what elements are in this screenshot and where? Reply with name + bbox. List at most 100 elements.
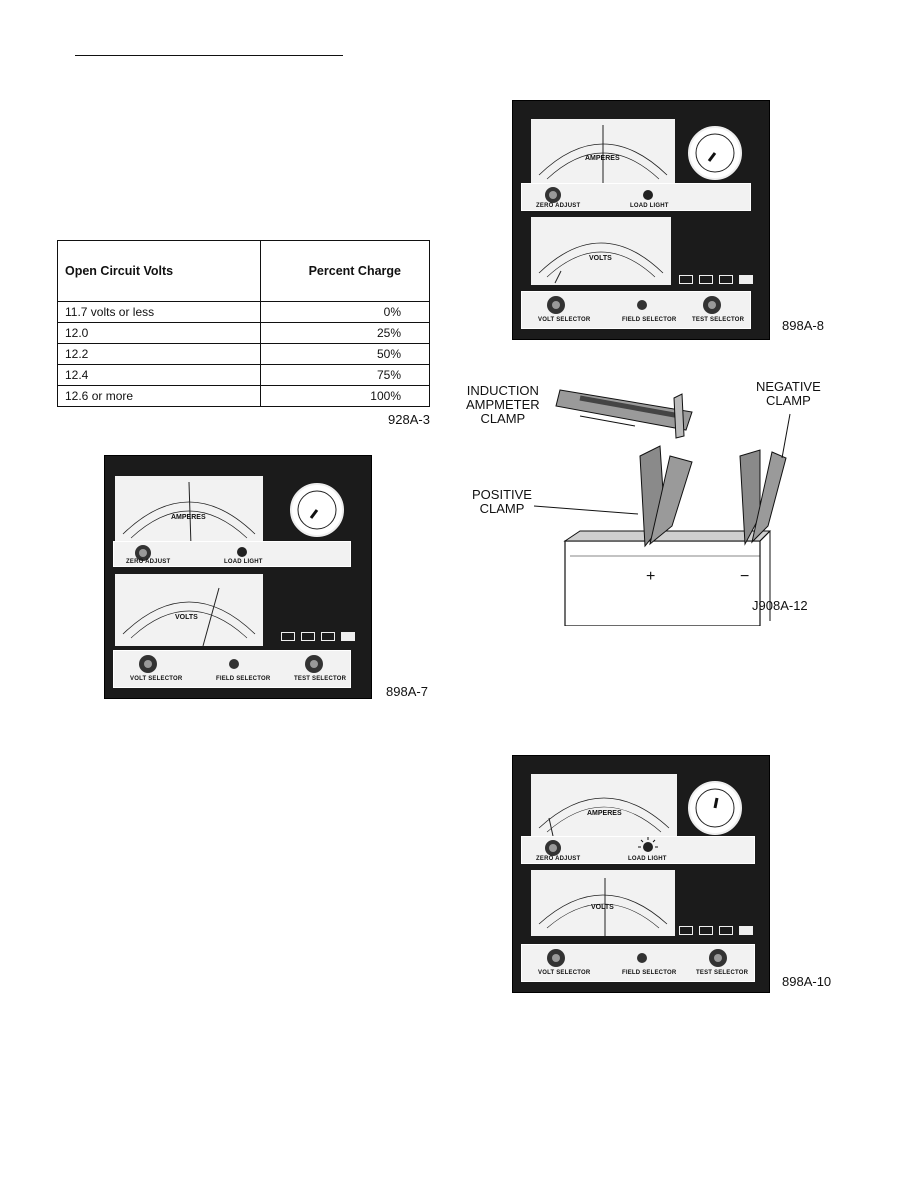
load-light-label: LOAD LIGHT (224, 559, 263, 565)
test-button-charging[interactable] (699, 926, 713, 935)
volt-selector-knob[interactable] (138, 654, 158, 674)
test-button-regulator[interactable] (719, 926, 733, 935)
ampere-meter: AMPERES (531, 774, 677, 840)
column-header-open-circuit-volts: Open Circuit Volts (57, 240, 261, 302)
test-button-starting[interactable] (679, 275, 693, 284)
figure-label-clamps: J908A-12 (752, 598, 808, 613)
table-row: 12.4 75% (57, 364, 430, 386)
table-cell-percent: 50% (260, 343, 430, 365)
callout-negative-clamp: NEGATIVE CLAMP (756, 379, 821, 408)
table-cell-volts: 12.6 or more (57, 385, 261, 407)
test-selector-knob[interactable] (304, 654, 324, 674)
zero-adjust-label: ZERO ADJUST (126, 559, 171, 565)
table-cell-percent: 100% (260, 385, 430, 407)
table-row: 12.0 25% (57, 322, 430, 344)
volts-label: VOLTS (589, 255, 612, 262)
table-cell-volts: 12.4 (57, 364, 261, 386)
volt-selector-knob[interactable] (546, 948, 566, 968)
table-header-row: Open Circuit Volts Percent Charge (57, 240, 430, 302)
zero-adjust-knob[interactable] (544, 186, 562, 204)
test-button-starting[interactable] (281, 632, 295, 641)
zero-adjust-knob[interactable] (134, 544, 152, 562)
volt-meter: VOLTS (115, 574, 263, 646)
test-button-charging[interactable] (301, 632, 315, 641)
table-row: 12.6 or more 100% (57, 385, 430, 407)
test-button-charging[interactable] (699, 275, 713, 284)
test-selector-label: TEST SELECTOR (294, 676, 347, 682)
figure-label-tester-a: 898A-7 (386, 684, 428, 699)
ampere-meter: AMPERES (531, 119, 675, 187)
callout-induction-clamp: INDUCTION AMPMETER CLAMP (466, 383, 540, 426)
control-strip: ZERO ADJUST LOAD LIGHT (113, 541, 351, 567)
load-increase-knob[interactable] (683, 121, 747, 185)
battery-positive-symbol: + (646, 568, 656, 585)
test-selector-label: TEST SELECTOR (696, 970, 749, 976)
selector-strip: VOLT SELECTOR FIELD SELECTOR TEST SELECT… (521, 291, 751, 329)
load-increase-knob[interactable] (285, 478, 349, 542)
volts-label: VOLTS (591, 904, 614, 911)
table-cell-volts: 12.0 (57, 322, 261, 344)
test-selector-label: TEST SELECTOR (692, 317, 745, 323)
load-light-label: LOAD LIGHT (630, 203, 669, 209)
column-header-percent-charge: Percent Charge (260, 240, 430, 302)
load-light-lamp (237, 547, 247, 557)
zero-adjust-knob[interactable] (544, 839, 562, 857)
test-button-diode-stator[interactable] (341, 632, 355, 641)
test-button-regulator[interactable] (719, 275, 733, 284)
volt-selector-knob[interactable] (546, 295, 566, 315)
table-cell-percent: 25% (260, 322, 430, 344)
test-selector-knob[interactable] (708, 948, 728, 968)
tester-panel-c: AMPERES ZERO ADJUST LOAD LIGHT VOLTS VOL… (512, 755, 770, 993)
zero-adjust-label: ZERO ADJUST (536, 856, 581, 862)
amperes-label: AMPERES (171, 514, 206, 521)
table-cell-percent: 0% (260, 301, 430, 323)
ampere-meter: AMPERES (115, 476, 263, 546)
callout-positive-clamp: POSITIVE CLAMP (472, 487, 532, 516)
volt-selector-label: VOLT SELECTOR (130, 676, 183, 682)
field-selector-switch[interactable] (636, 952, 648, 964)
control-strip: ZERO ADJUST LOAD LIGHT (521, 183, 751, 211)
volt-meter: VOLTS (531, 870, 675, 936)
load-light-lamp-lit (638, 837, 658, 852)
amperes-label: AMPERES (587, 810, 622, 817)
volt-meter: VOLTS (531, 217, 671, 285)
test-button-row (281, 626, 361, 642)
test-button-row (679, 920, 759, 936)
figure-label-tester-c: 898A-10 (782, 974, 832, 989)
field-selector-label: FIELD SELECTOR (622, 317, 677, 323)
field-selector-switch[interactable] (228, 658, 240, 670)
load-increase-knob[interactable] (683, 776, 747, 840)
test-button-regulator[interactable] (321, 632, 335, 641)
selector-strip: VOLT SELECTOR FIELD SELECTOR TEST SELECT… (521, 944, 755, 982)
battery-negative-symbol: − (740, 568, 750, 585)
tester-panel-a: AMPERES ZERO ADJUST LOAD LIGHT VOLTS VOL… (104, 455, 372, 699)
test-button-starting[interactable] (679, 926, 693, 935)
open-circuit-voltage-table: Open Circuit Volts Percent Charge 11.7 v… (57, 240, 430, 407)
table-cell-volts: 12.2 (57, 343, 261, 365)
figure-label-table: 928A-3 (388, 412, 430, 427)
zero-adjust-label: ZERO ADJUST (536, 203, 581, 209)
field-selector-switch[interactable] (636, 299, 648, 311)
field-selector-label: FIELD SELECTOR (216, 676, 271, 682)
clamp-illustration (533, 389, 791, 626)
table-row: 11.7 volts or less 0% (57, 301, 430, 323)
control-strip: ZERO ADJUST LOAD LIGHT (521, 836, 755, 864)
test-selector-knob[interactable] (702, 295, 722, 315)
load-light-lamp (643, 190, 653, 200)
table-row: 12.2 50% (57, 343, 430, 365)
header-rule (75, 55, 343, 56)
selector-strip: VOLT SELECTOR FIELD SELECTOR TEST SELECT… (113, 650, 351, 688)
test-button-diode-stator[interactable] (739, 926, 753, 935)
volts-label: VOLTS (175, 614, 198, 621)
table-cell-percent: 75% (260, 364, 430, 386)
volt-selector-label: VOLT SELECTOR (538, 970, 591, 976)
test-button-diode-stator[interactable] (739, 275, 753, 284)
field-selector-label: FIELD SELECTOR (622, 970, 677, 976)
tester-panel-b: AMPERES ZERO ADJUST LOAD LIGHT VOLTS VOL… (512, 100, 770, 340)
amperes-label: AMPERES (585, 155, 620, 162)
table-cell-volts: 11.7 volts or less (57, 301, 261, 323)
volt-selector-label: VOLT SELECTOR (538, 317, 591, 323)
load-light-label: LOAD LIGHT (628, 856, 667, 862)
figure-label-tester-b: 898A-8 (782, 318, 824, 333)
test-button-row (679, 269, 759, 285)
